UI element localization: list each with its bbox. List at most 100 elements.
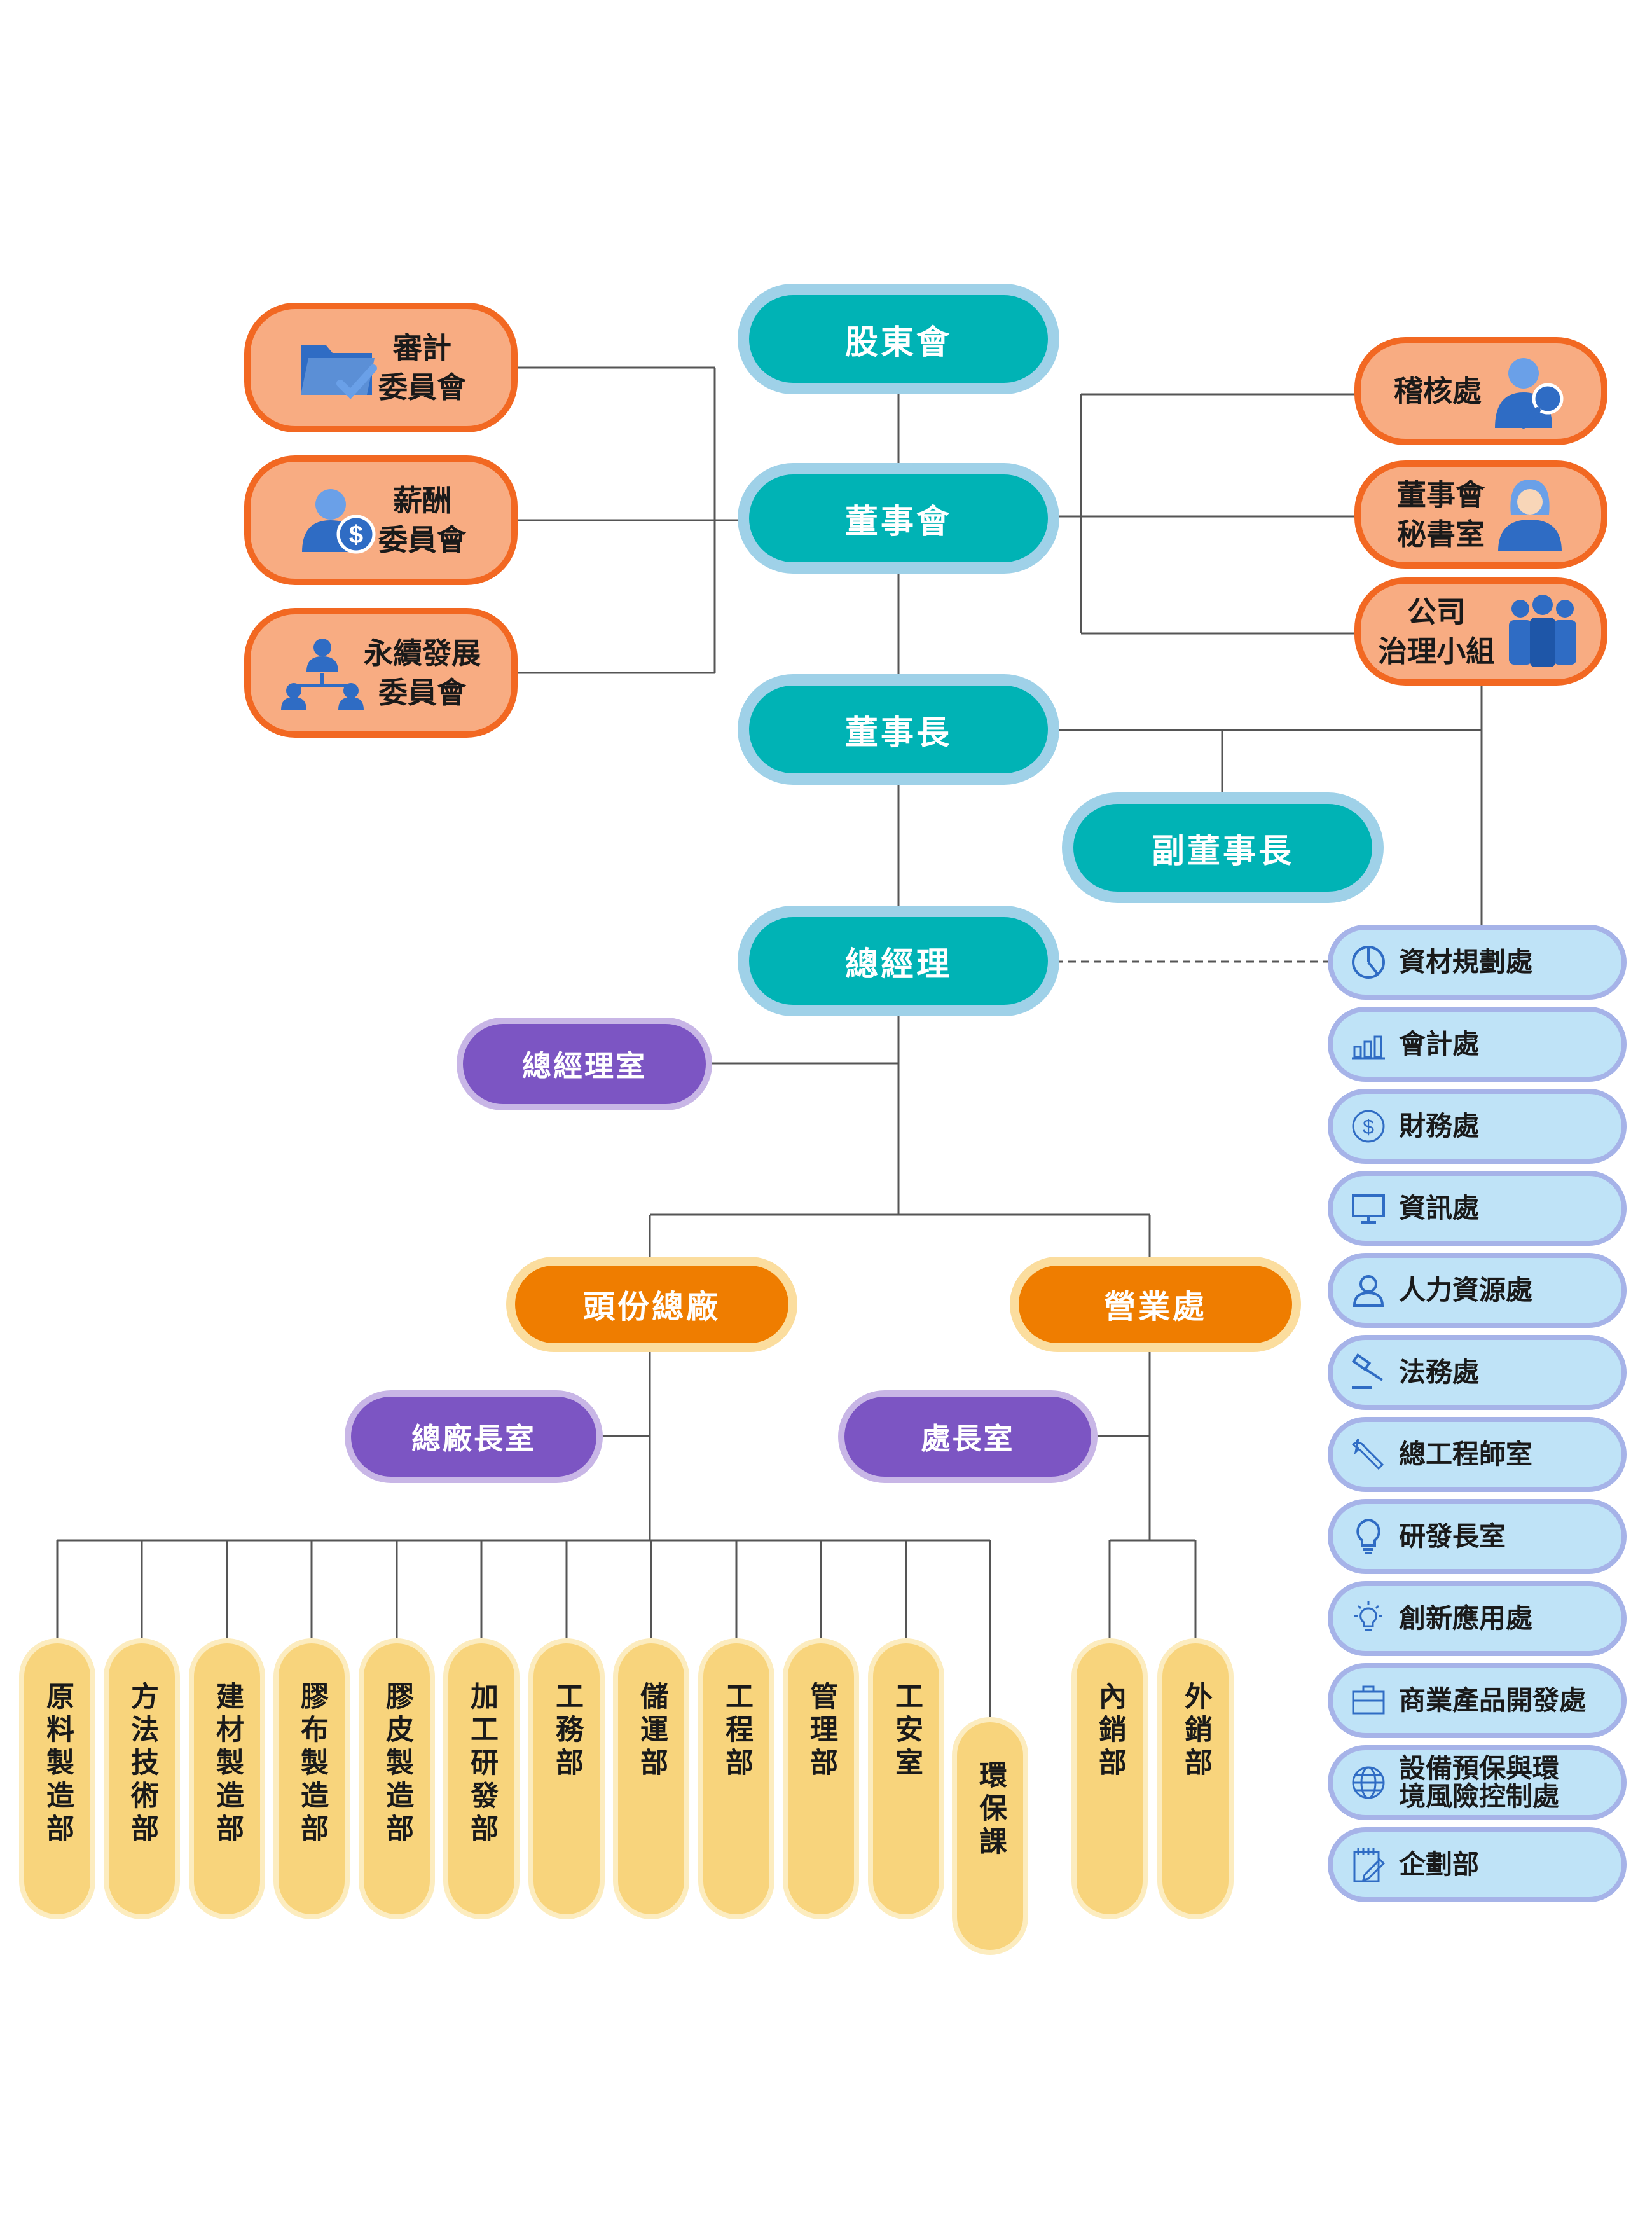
svg-text:$: $	[349, 521, 363, 549]
dept-raw-materials: 原料製造部	[19, 1638, 95, 1919]
shareholders-meeting-label: 股東會	[844, 323, 952, 362]
staff-accounting: 會計處	[1328, 1007, 1627, 1082]
staff-chief-rd-officer: 研發長室	[1328, 1499, 1627, 1574]
board-secretary-box: 董事會 秘書室	[1354, 460, 1607, 569]
dept-export-sales: 外銷部	[1157, 1638, 1234, 1919]
audit-office-box: 稽核處	[1354, 337, 1607, 445]
folder-check-icon	[301, 345, 377, 399]
staff-label: 資材規劃處	[1399, 946, 1533, 977]
dept-label: 原料製造部	[41, 1682, 74, 1847]
briefcase-icon	[1352, 1685, 1385, 1715]
president-box: 總經理	[738, 906, 1059, 1016]
idea-bulb-icon	[1354, 1601, 1382, 1631]
dept-method-technology: 方法技術部	[104, 1638, 180, 1919]
staff-label: 研發長室	[1399, 1521, 1506, 1552]
governance-team-box: 公司 治理小組	[1354, 577, 1607, 686]
gavel-icon	[1351, 1353, 1384, 1389]
vice-chairman-label: 副董事長	[1151, 832, 1294, 871]
chairman-box: 董事長	[738, 674, 1059, 785]
remuneration-committee-box: $ 薪酬 委員會	[244, 455, 518, 585]
staff-label: 設備預保與環 境風險控制處	[1399, 1753, 1560, 1812]
dept-label: 環保課	[974, 1760, 1007, 1860]
dept-rubber-sheet: 膠皮製造部	[359, 1638, 435, 1919]
dept-engineering-affairs: 工務部	[528, 1638, 605, 1919]
dept-label: 膠皮製造部	[381, 1682, 413, 1847]
staff-label: 創新應用處	[1399, 1603, 1533, 1634]
notepad-pencil-icon	[1353, 1848, 1386, 1882]
staff-legal: 法務處	[1328, 1335, 1627, 1410]
team-hierarchy-icon	[281, 639, 364, 710]
staff-business-product-development: 商業產品開發處	[1328, 1663, 1627, 1738]
person-dollar-icon: $	[302, 489, 376, 554]
dept-label: 儲運部	[635, 1682, 668, 1781]
dept-domestic-sales: 內銷部	[1071, 1638, 1148, 1919]
board-of-directors-label: 董事會	[844, 502, 952, 541]
dollar-circle-icon: $	[1352, 1110, 1385, 1143]
board-secretary-label: 董事會 秘書室	[1397, 478, 1485, 551]
dept-building-materials: 建材製造部	[189, 1638, 265, 1919]
group-icon	[1509, 595, 1576, 667]
dept-label: 工程部	[720, 1682, 753, 1781]
division-head-office-label: 處長室	[921, 1421, 1015, 1456]
dept-label: 膠布製造部	[296, 1682, 328, 1847]
plant-head-office-box: 總廠長室	[345, 1390, 603, 1483]
dept-label: 工務部	[551, 1682, 583, 1781]
dept-label: 外銷部	[1180, 1682, 1212, 1781]
svg-text:$: $	[1363, 1116, 1374, 1138]
staff-label: 總工程師室	[1399, 1439, 1533, 1470]
monitor-icon	[1352, 1194, 1385, 1224]
sales-division-box: 營業處	[1010, 1257, 1301, 1352]
staff-label: 企劃部	[1399, 1849, 1480, 1880]
sales-division-label: 營業處	[1104, 1288, 1207, 1325]
toufen-plant-label: 頭份總廠	[583, 1288, 720, 1325]
bar-chart-icon	[1352, 1035, 1385, 1060]
person-outline-icon	[1353, 1275, 1384, 1307]
pie-chart-icon	[1352, 946, 1385, 979]
president-office-label: 總經理室	[522, 1049, 647, 1083]
secretary-icon	[1498, 480, 1562, 551]
president-label: 總經理	[844, 945, 952, 984]
division-head-office-box: 處長室	[838, 1390, 1098, 1483]
dept-environmental: 環保課	[952, 1717, 1028, 1955]
globe-icon	[1352, 1766, 1385, 1799]
plant-head-office-label: 總廠長室	[411, 1421, 536, 1456]
dept-label: 工安室	[890, 1682, 923, 1781]
staff-finance: $ 財務處	[1328, 1089, 1627, 1164]
vice-chairman-box: 副董事長	[1062, 792, 1384, 903]
president-office-box: 總經理室	[457, 1018, 712, 1110]
staff-label: 資訊處	[1399, 1192, 1480, 1224]
toufen-plant-box: 頭份總廠	[506, 1257, 797, 1352]
dept-industrial-safety: 工安室	[868, 1638, 944, 1919]
dept-label: 管理部	[805, 1682, 837, 1781]
dept-storage-transport: 儲運部	[613, 1638, 689, 1919]
staff-label: 財務處	[1399, 1110, 1480, 1142]
dept-engineering: 工程部	[698, 1638, 774, 1919]
dept-label: 建材製造部	[211, 1682, 244, 1847]
audit-committee-label: 審計 委員會	[378, 331, 466, 404]
dept-label: 加工研發部	[465, 1682, 498, 1847]
dept-adhesive-fabric: 膠布製造部	[273, 1638, 350, 1919]
remuneration-committee-label: 薪酬 委員會	[378, 483, 466, 557]
board-of-directors-box: 董事會	[738, 463, 1059, 574]
staff-materials-planning: 資材規劃處	[1328, 925, 1627, 1000]
dept-processing-rd: 加工研發部	[443, 1638, 520, 1919]
staff-label: 商業產品開發處	[1399, 1685, 1587, 1716]
sustainability-committee-label: 永續發展 委員會	[364, 636, 481, 710]
staff-planning: 企劃部	[1328, 1827, 1627, 1902]
staff-label: 會計處	[1399, 1028, 1480, 1060]
dept-label: 內銷部	[1094, 1682, 1126, 1781]
audit-office-label: 稽核處	[1394, 374, 1482, 408]
staff-label: 人力資源處	[1399, 1274, 1533, 1306]
sustainability-committee-box: 永續發展 委員會	[244, 608, 518, 738]
governance-team-label: 公司 治理小組	[1378, 595, 1495, 668]
dept-management: 管理部	[783, 1638, 859, 1919]
audit-committee-box: 審計 委員會	[244, 303, 518, 432]
staff-innovation: 創新應用處	[1328, 1581, 1627, 1656]
person-magnifier-icon	[1495, 358, 1564, 429]
chairman-label: 董事長	[844, 714, 952, 752]
staff-human-resources: 人力資源處	[1328, 1253, 1627, 1328]
dept-label: 方法技術部	[126, 1682, 158, 1847]
staff-equipment-environment-risk: 設備預保與環 境風險控制處	[1328, 1745, 1627, 1820]
wrench-icon	[1351, 1439, 1384, 1470]
